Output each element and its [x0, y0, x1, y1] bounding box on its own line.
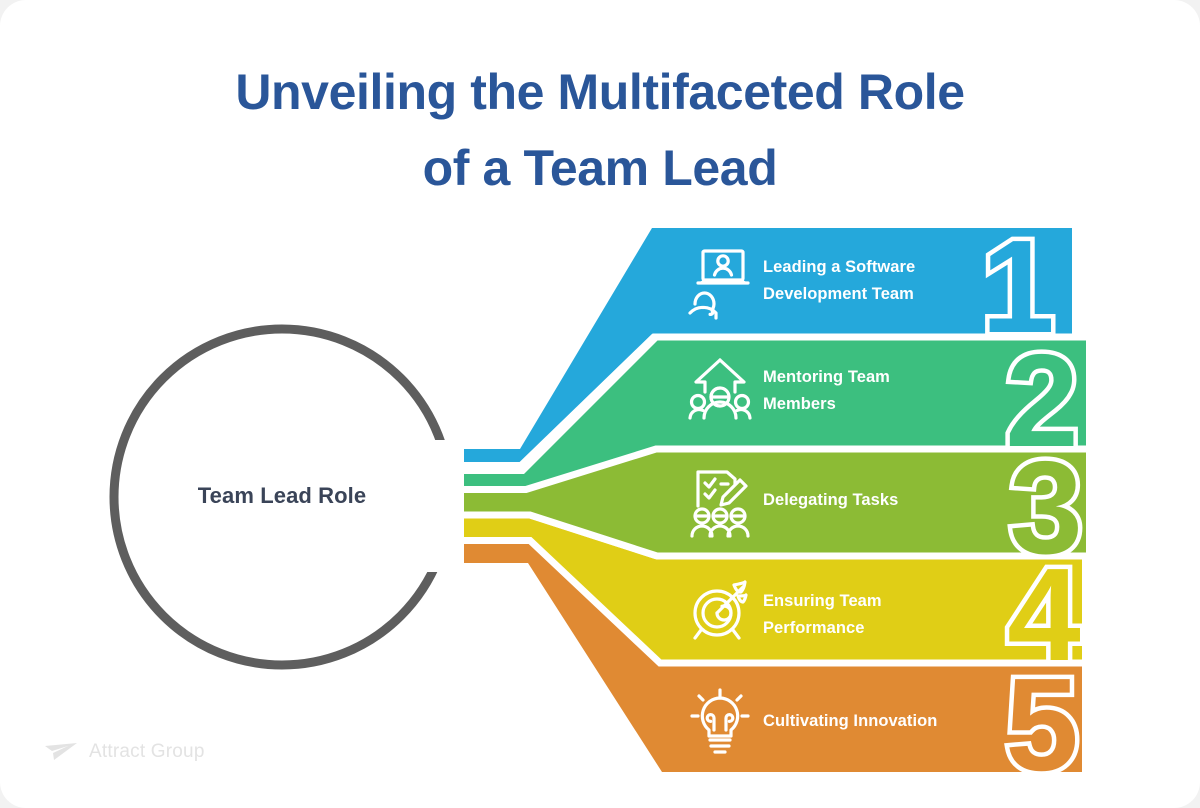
band-label-1: Leading a Software Development Team — [763, 254, 1013, 307]
ribbon-4 — [432, 518, 1082, 660]
page-title: Unveiling the Multifaceted Role of a Tea… — [0, 54, 1200, 206]
ribbon-5 — [432, 543, 1082, 772]
hub-label: Team Lead Role — [197, 483, 367, 508]
numeral-2: 2 — [1005, 327, 1078, 474]
ribbon-separators — [432, 333, 1090, 667]
ribbon-3 — [432, 452, 1086, 553]
hub-circle — [109, 324, 464, 670]
title-line-1: Unveiling the Multifaceted Role — [235, 64, 965, 120]
lightbulb-icon — [690, 688, 750, 754]
numeral-3: 3 — [1009, 434, 1082, 581]
band-label-4: Ensuring Team Performance — [763, 588, 1013, 641]
band-label-5-line-1: Cultivating Innovation — [763, 712, 938, 730]
ribbon-1 — [432, 228, 1072, 462]
band-label-2-line-2: Members — [763, 394, 836, 413]
brand-logo: Attract Group — [44, 741, 205, 763]
band-label-3-line-1: Delegating Tasks — [763, 491, 899, 509]
band-label-4-line-1: Ensuring Team — [763, 592, 882, 610]
band-label-4-line-2: Performance — [763, 618, 865, 637]
laptop-person-icon — [688, 249, 750, 320]
band-label-2-line-1: Mentoring Team — [763, 368, 890, 386]
title-line-2: of a Team Lead — [422, 140, 778, 196]
brand-name: Attract Group — [89, 741, 205, 762]
checklist-pencil-people-icon — [690, 470, 750, 538]
band-label-2: Mentoring Team Members — [763, 364, 1013, 417]
numeral-5: 5 — [1005, 651, 1078, 798]
arrow-up-people-icon — [688, 358, 752, 420]
numeral-1: 1 — [981, 213, 1054, 360]
band-label-5: Cultivating Innovation — [763, 708, 1013, 735]
band-numerals: 1 2 3 4 5 — [977, 209, 1087, 803]
target-arrow-icon — [693, 580, 748, 640]
paper-plane-icon — [45, 743, 77, 760]
ribbon-2 — [432, 340, 1086, 487]
band-label-1-line-1: Leading a Software — [763, 258, 916, 276]
numeral-4: 4 — [1007, 541, 1080, 688]
band-label-3: Delegating Tasks — [763, 487, 1013, 514]
band-label-1-line-2: Development Team — [763, 284, 914, 303]
